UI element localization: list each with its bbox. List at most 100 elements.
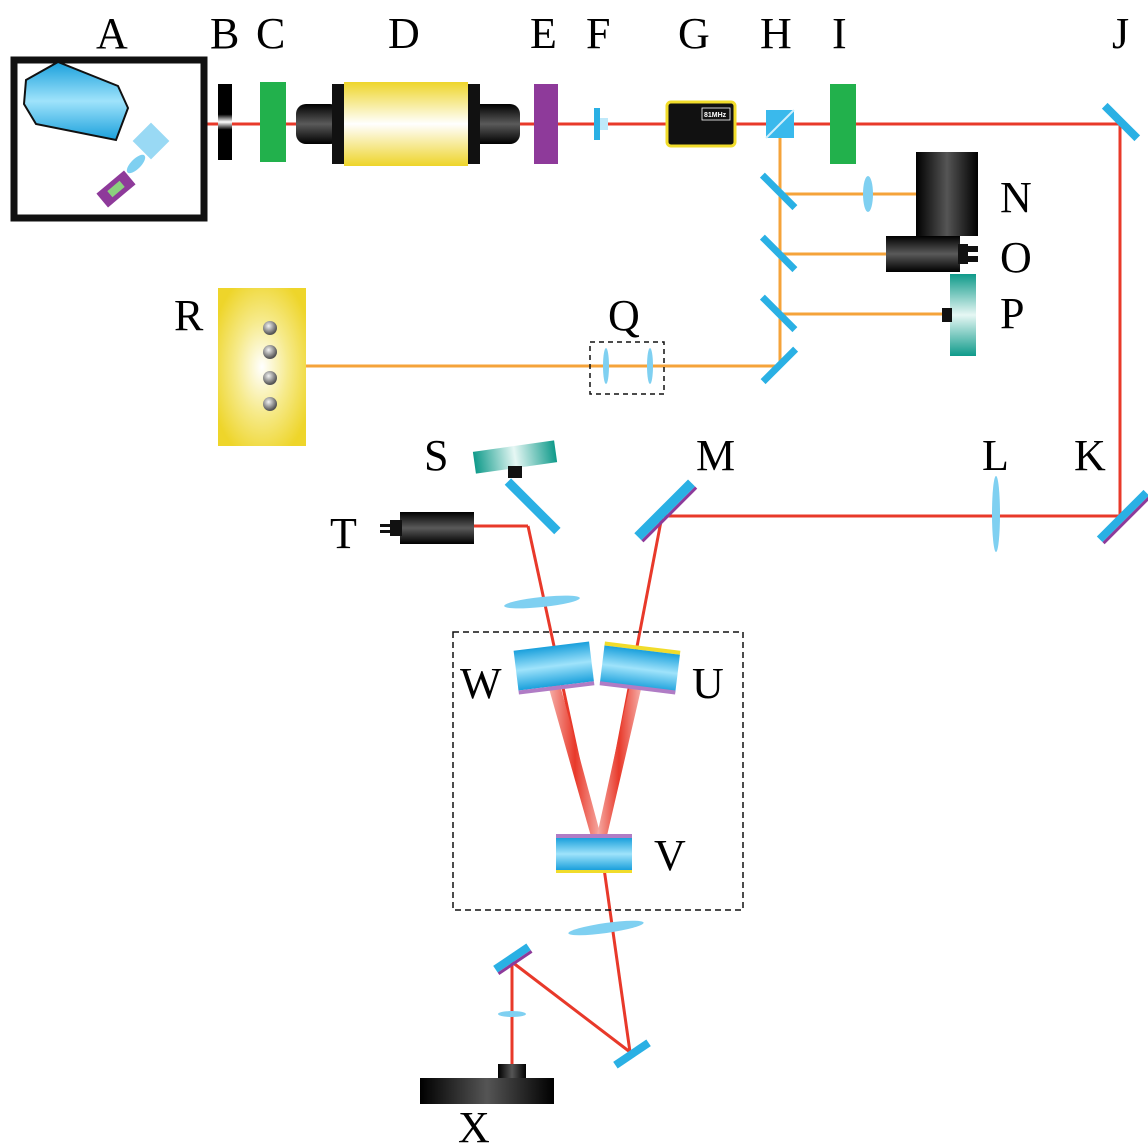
amplifier-right-cap — [470, 104, 520, 144]
lower-mirrors — [493, 943, 651, 1069]
label-e: E — [530, 9, 557, 58]
mirror-m-icon — [634, 479, 696, 541]
waveplate-1-icon — [603, 348, 609, 384]
label-m: M — [696, 431, 735, 480]
beam-v-to-mirror — [598, 839, 632, 1053]
iris-icon — [218, 84, 232, 160]
lower-mirror-left-icon — [493, 943, 531, 973]
amplifier-body — [344, 82, 468, 166]
red-beam-paths — [122, 122, 1122, 1074]
camera-t-pin2 — [380, 530, 392, 533]
lens-f-mount-icon — [600, 118, 608, 130]
module-r-port-4 — [263, 397, 277, 411]
pickoff-mirror-2 — [759, 234, 798, 273]
label-d: D — [388, 9, 420, 58]
amplifier-d: D — [296, 9, 520, 166]
pickoff-mirror-4 — [760, 346, 799, 385]
green-filter-i-icon — [830, 84, 856, 164]
amplifier-right-flange — [466, 84, 480, 164]
photodiode-o: O — [886, 233, 1032, 282]
orange-beam-paths — [304, 132, 944, 368]
modulator-tag: 81MHz — [704, 112, 727, 119]
mirror-m-coating — [641, 486, 698, 543]
lens-before-x-icon — [498, 1011, 526, 1017]
label-j: J — [1112, 9, 1129, 58]
beam-splitter-diagonal — [765, 109, 795, 139]
label-g: G — [678, 9, 710, 58]
waveplates-q: Q — [589, 291, 665, 395]
camera-t-pin1 — [380, 524, 392, 527]
mirror-k: K — [1074, 431, 1148, 545]
label-p: P — [1000, 289, 1024, 338]
cavity-beam-w — [548, 685, 602, 840]
pickoff-mirrors — [759, 172, 799, 385]
lower-mirror-left-coating — [497, 950, 533, 975]
crystal-icon — [22, 60, 130, 142]
lens-n-icon — [863, 176, 873, 212]
purple-plate-icon — [534, 84, 558, 164]
label-h: H — [760, 9, 792, 58]
mirror-u-coating-top — [604, 641, 681, 655]
detector-n-icon — [916, 152, 978, 236]
camera-t-front — [390, 520, 402, 536]
element-s: S — [424, 431, 561, 535]
lens-f-icon — [594, 108, 600, 140]
pickoff-mirror-1 — [759, 172, 798, 211]
module-r: R — [174, 288, 306, 446]
element-e: E — [530, 9, 558, 164]
laser-head-a: A — [10, 9, 208, 222]
filter-i: I — [830, 9, 856, 164]
crystal-v: V — [556, 831, 686, 880]
amplifier-left-flange — [332, 84, 346, 164]
mirror-s-icon — [504, 478, 561, 535]
label-i: I — [832, 9, 847, 58]
module-r-body — [218, 288, 306, 446]
label-w: W — [460, 659, 502, 708]
label-c: C — [256, 9, 285, 58]
label-k: K — [1074, 431, 1106, 480]
label-v: V — [654, 831, 686, 880]
beam-splitter-cube-icon — [132, 122, 170, 160]
filter-c: C — [256, 9, 286, 162]
photodiode-o-front — [958, 244, 968, 264]
photodiode-o-pin1 — [966, 246, 978, 252]
detector-x-body — [420, 1078, 554, 1104]
element-p-icon — [950, 274, 976, 356]
beam-splitter-h: H — [760, 9, 795, 139]
element-s-icon — [472, 440, 558, 474]
pump-diode-icon — [107, 180, 125, 198]
detector-n: N — [863, 152, 1032, 236]
label-b: B — [210, 9, 239, 58]
waveplates-q-box — [589, 341, 665, 395]
label-x: X — [458, 1103, 490, 1146]
crystal-v-coating-top — [556, 834, 632, 838]
mirror-j-icon — [1101, 102, 1141, 142]
camera-t: T — [330, 509, 474, 558]
label-r: R — [174, 291, 204, 340]
detector-x: X — [420, 1064, 554, 1146]
cavity-box — [452, 631, 744, 911]
green-filter-icon — [260, 82, 286, 162]
cavity-beams — [548, 685, 642, 840]
label-o: O — [1000, 233, 1032, 282]
label-n: N — [1000, 173, 1032, 222]
label-a: A — [96, 9, 128, 58]
module-r-port-3 — [263, 371, 277, 385]
modulator-g: 81MHz G — [665, 9, 737, 148]
small-lens-icon — [126, 154, 146, 174]
lens-after-v-icon — [568, 920, 644, 936]
element-s-mount — [508, 466, 522, 478]
iris-b: B — [210, 9, 239, 160]
mirror-w: W — [460, 641, 595, 708]
module-r-port-1 — [263, 321, 277, 335]
cavity-beam-u — [596, 685, 642, 840]
beam-mirror-to-mirror — [511, 960, 631, 1054]
label-u: U — [692, 659, 724, 708]
photodiode-o-body — [886, 236, 960, 272]
mirror-k-icon — [1096, 489, 1148, 543]
amplifier-left-cap — [296, 104, 340, 144]
lens-before-w-icon — [504, 595, 580, 609]
mirror-u-coating — [599, 681, 676, 695]
